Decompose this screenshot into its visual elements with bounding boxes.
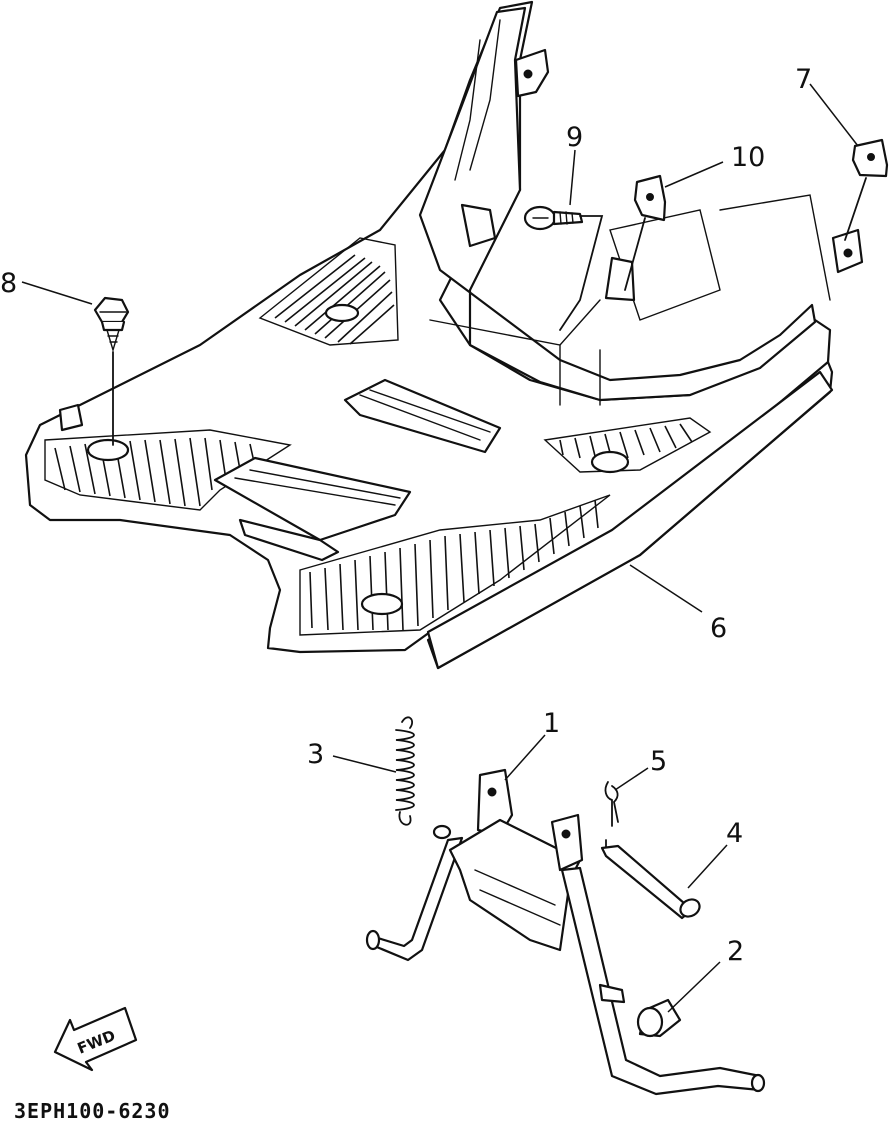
callout-5: 5 <box>650 746 667 777</box>
callout-10: 10 <box>731 142 765 173</box>
callout-4: 4 <box>726 818 743 849</box>
callout-1: 1 <box>543 708 560 739</box>
stand-stopper-part-2 <box>636 998 682 1038</box>
fwd-arrow: FWD <box>53 1006 138 1072</box>
leader-lines <box>21 83 859 1013</box>
callout-9: 9 <box>566 122 583 153</box>
callout-3: 3 <box>307 739 324 770</box>
callout-8: 8 <box>0 268 17 299</box>
callout-2: 2 <box>727 936 744 967</box>
diagram-code: 3EPH100-6230 <box>14 1099 171 1121</box>
footrest-board <box>24 0 864 670</box>
callout-7: 7 <box>795 64 812 95</box>
bolt-part-8 <box>93 296 130 446</box>
stand-spring-part-3 <box>395 716 415 826</box>
clip-nut-part-10 <box>624 174 667 291</box>
stand-shaft-part-4 <box>600 844 701 920</box>
callout-6: 6 <box>710 613 727 644</box>
cotter-pin-part-5 <box>604 781 619 853</box>
screw-part-9 <box>523 205 604 331</box>
clip-nut-part-7 <box>844 138 889 241</box>
main-stand-part-1 <box>365 768 766 1096</box>
